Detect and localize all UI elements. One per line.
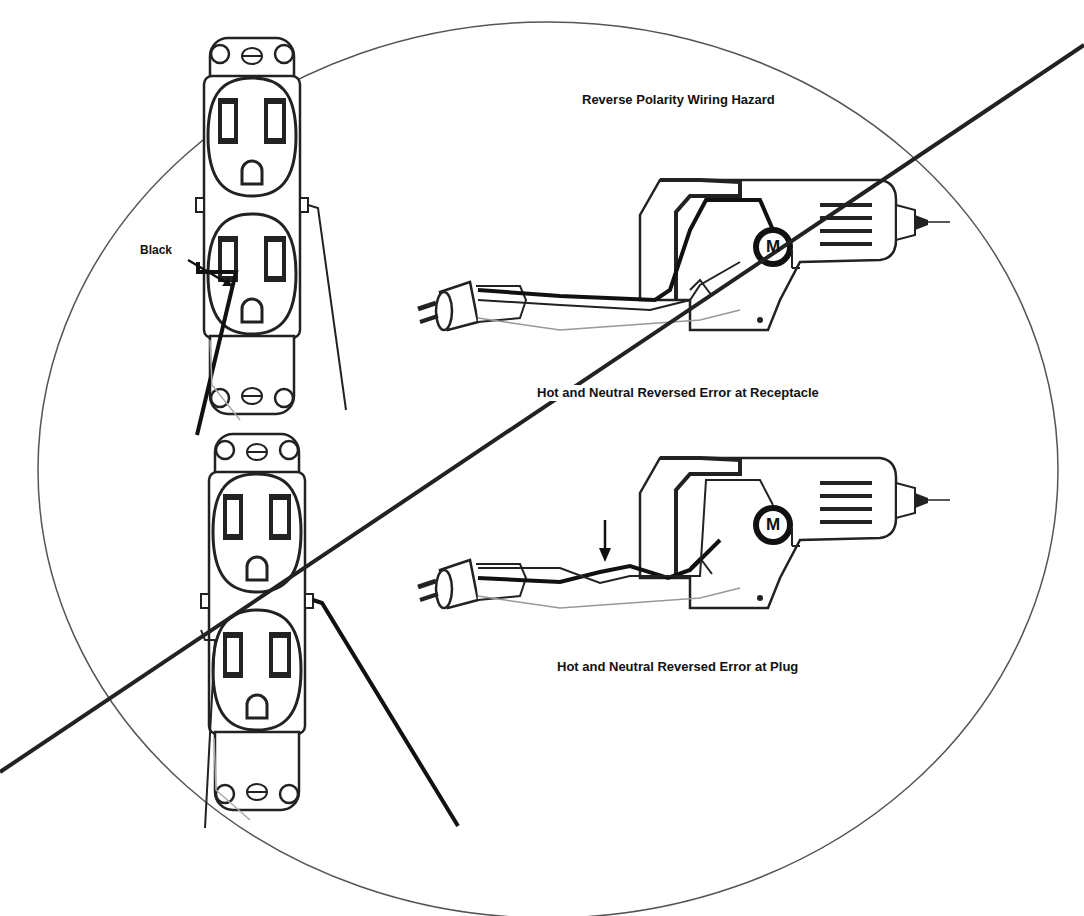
motor-symbol: M [762,239,784,255]
diagram-title: Reverse Polarity Wiring Hazard [580,92,777,108]
error-caption: Hot and Neutral Reversed Error at Recept… [535,385,821,401]
wire-label: Black [138,242,174,258]
motor-symbol: M [762,517,784,533]
error-caption: Hot and Neutral Reversed Error at Plug [555,659,800,675]
